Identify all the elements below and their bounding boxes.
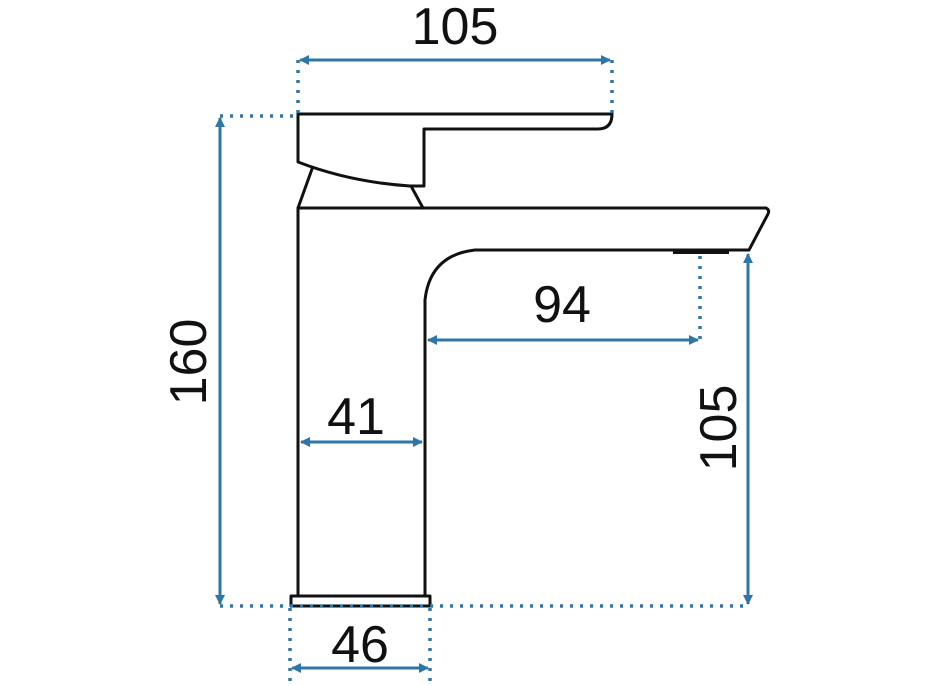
handle-width-label: 105 [412, 0, 499, 56]
dimension-spout-height: 105 [690, 253, 753, 605]
body-width-label: 41 [327, 388, 385, 446]
spout-height-label: 105 [690, 385, 748, 472]
dimension-spout-reach: 94 [427, 256, 702, 345]
handle-neck [296, 167, 425, 210]
aerator [673, 251, 729, 254]
dimension-total-height: 160 [160, 114, 748, 608]
faucet-outline [289, 112, 771, 608]
spout-reach-label: 94 [533, 276, 591, 334]
dimension-base-width: 46 [288, 608, 432, 686]
base-width-label: 46 [331, 616, 389, 674]
body-and-spout-outline [296, 206, 771, 598]
dimension-body-width: 41 [300, 388, 423, 447]
handle-outline [296, 112, 614, 188]
dimension-handle-width: 105 [296, 0, 614, 114]
total-height-label: 160 [160, 319, 218, 406]
